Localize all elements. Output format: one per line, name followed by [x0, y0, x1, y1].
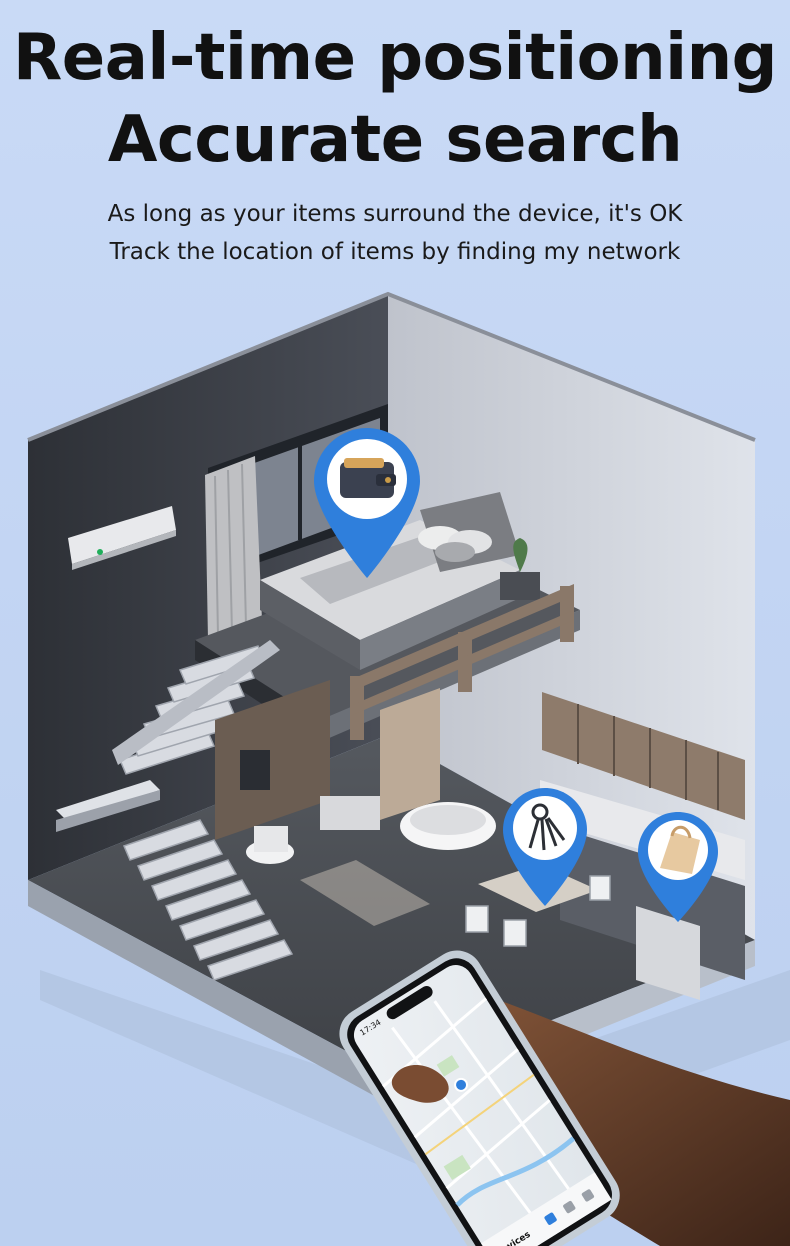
wallet-icon	[340, 458, 396, 498]
house-cutaway-illustration: 17:34 Devices	[0, 280, 790, 1246]
staircase	[56, 640, 294, 981]
headline-line-1: Real-time positioning	[13, 21, 777, 95]
kitchen-cabinets	[542, 692, 745, 820]
air-conditioner	[68, 506, 176, 564]
keys-location-marker	[503, 788, 587, 906]
bag-icon	[660, 825, 700, 874]
hand-holding-phone: 17:34 Devices	[339, 950, 790, 1246]
subheadline-line-1: As long as your items surround the devic…	[107, 201, 683, 227]
headline-line-2: Accurate search	[107, 103, 683, 177]
bag-location-marker	[638, 812, 718, 922]
wooden-railing	[350, 584, 574, 740]
wallet-location-marker	[314, 428, 420, 578]
subheadline-line-2: Track the location of items by finding m…	[109, 239, 681, 265]
keys-icon	[528, 803, 566, 851]
